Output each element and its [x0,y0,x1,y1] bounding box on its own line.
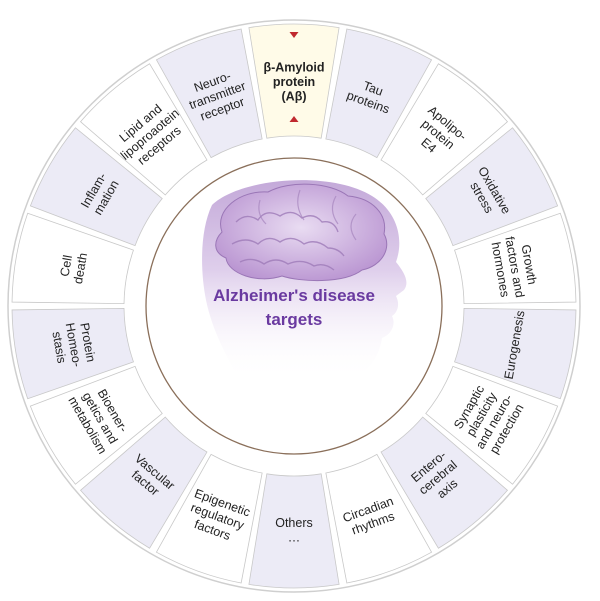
segment-17 [155,28,263,159]
segment-10 [155,453,263,584]
segment-7 [380,416,509,549]
segment-12 [29,365,163,485]
center-title-line-1: targets [266,310,323,329]
segment-1 [325,28,433,159]
segment-5 [454,307,577,400]
center-title-line-0: Alzheimer's disease [213,286,375,305]
segment-8 [325,453,433,584]
segment-2 [380,63,509,196]
segment-16 [79,63,208,196]
segment-label-9: Others… [275,516,313,545]
segment-3 [425,127,559,247]
segment-6 [425,365,559,485]
segment-15 [29,127,163,247]
segment-11 [79,416,208,549]
segment-9 [248,473,340,589]
segment-label-13: ProteinHomeo-stasis [48,319,98,370]
segment-14 [11,212,134,305]
brain-icon [215,183,388,282]
head-silhouette [202,180,407,380]
segment-13 [11,307,134,400]
center-title: Alzheimer's disease targets [213,286,375,329]
segment-0 [248,23,340,139]
marker-bottom-icon [289,116,299,122]
segment-4 [454,212,577,305]
marker-top-icon [289,32,299,38]
segment-label-14: Celldeath [57,249,91,285]
